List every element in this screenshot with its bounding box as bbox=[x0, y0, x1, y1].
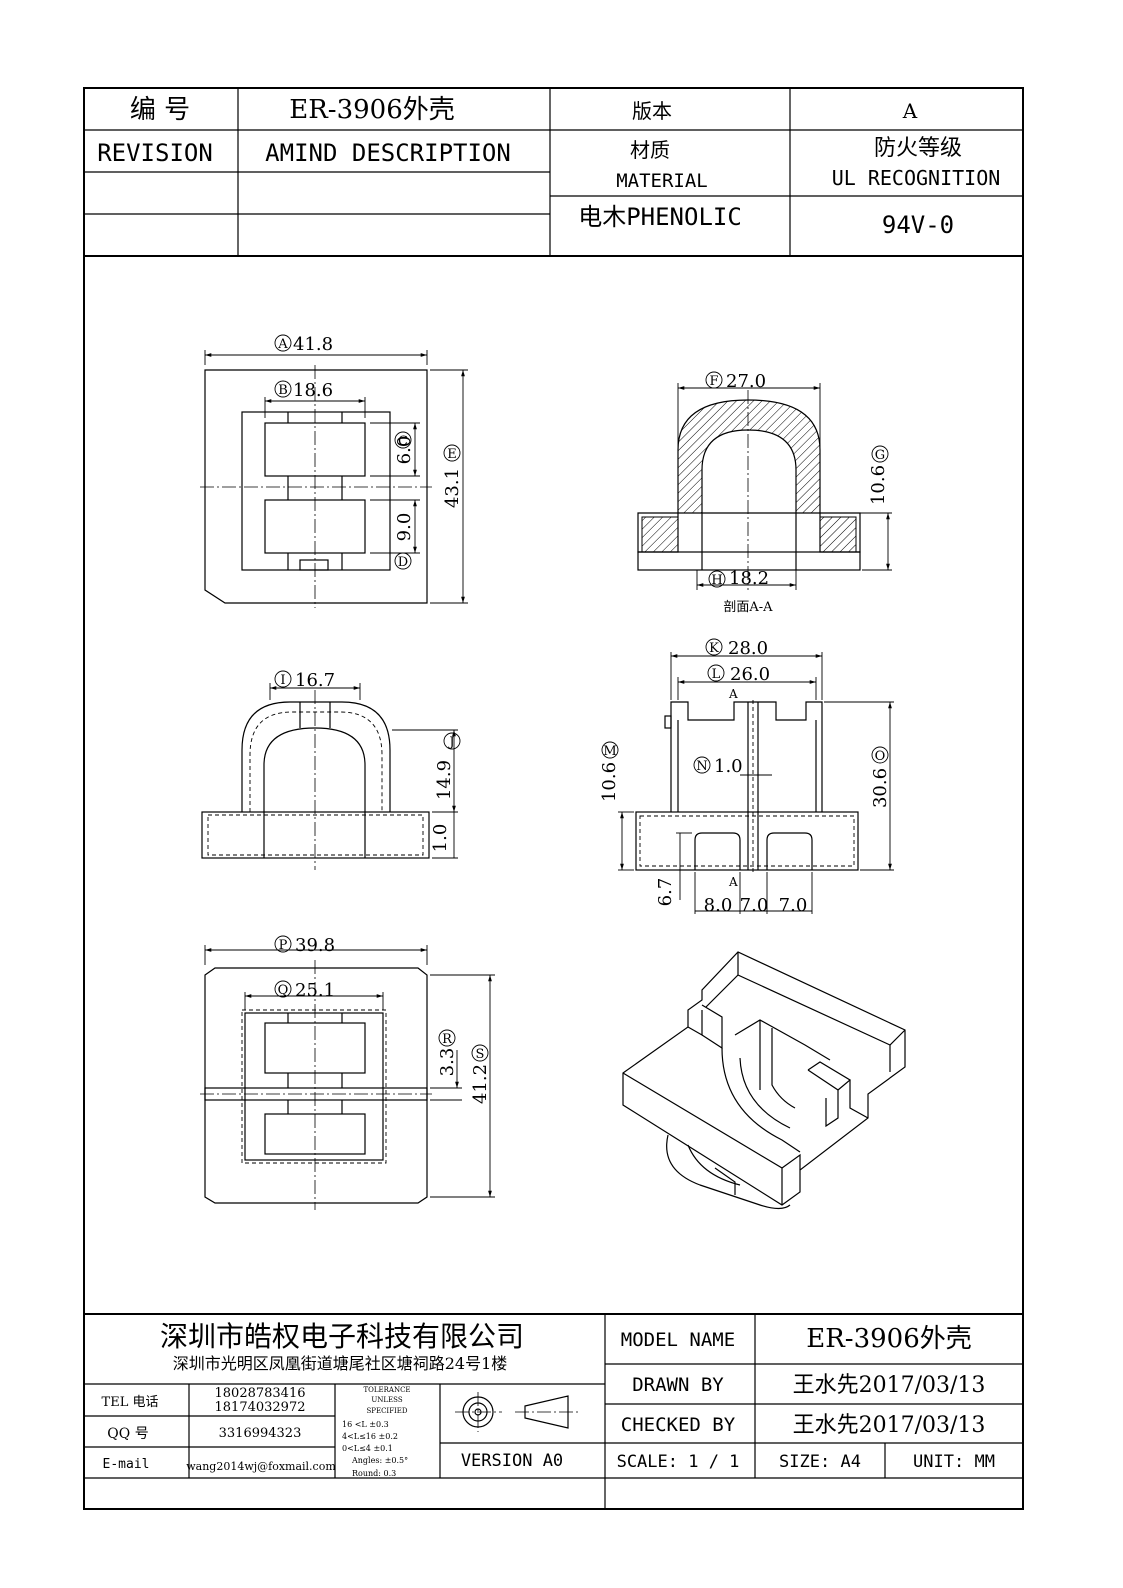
drawn-label: DRAWN BY bbox=[632, 1374, 724, 1396]
tel-2: 18174032972 bbox=[215, 1400, 306, 1415]
version-value: A bbox=[902, 99, 918, 123]
tol-2: 4<L≤16 ±0.2 bbox=[342, 1432, 398, 1441]
side-view: K 28.0 L 26.0 A A M 10.6 N 1.0 O 30.6 6.… bbox=[599, 638, 894, 916]
marker-i: I bbox=[280, 673, 285, 688]
version-a0: VERSION A0 bbox=[461, 1451, 563, 1471]
dim-b: 18.6 bbox=[293, 380, 333, 401]
qq-value: 3316994323 bbox=[219, 1426, 302, 1441]
size: SIZE: A4 bbox=[779, 1452, 861, 1472]
dim-e: 43.1 bbox=[442, 468, 463, 508]
marker-h: H bbox=[711, 573, 722, 588]
unit: UNIT: MM bbox=[913, 1452, 995, 1472]
email-label: E-mail bbox=[103, 1457, 150, 1472]
dim-pin-h: 6.7 bbox=[655, 878, 676, 907]
section-label: 剖面A-A bbox=[723, 600, 773, 615]
marker-b: B bbox=[278, 383, 288, 398]
tol-1: 16 <L ±0.3 bbox=[342, 1420, 389, 1429]
marker-j: J bbox=[447, 735, 454, 750]
section-mark-bottom: A bbox=[728, 875, 738, 889]
tel-label: TEL 电话 bbox=[102, 1395, 159, 1410]
dim-pin-w2: 7.0 bbox=[740, 895, 769, 916]
material-value: 电木PHENOLIC bbox=[578, 203, 742, 231]
dim-s: 41.2 bbox=[470, 1064, 491, 1104]
version-label: 版本 bbox=[632, 99, 672, 123]
tolerance-specified: SPECIFIED bbox=[366, 1407, 407, 1415]
qq-label: QQ 号 bbox=[107, 1426, 148, 1442]
part-name: ER-3906外壳 bbox=[289, 95, 455, 125]
marker-a: A bbox=[277, 337, 288, 352]
dim-l: 26.0 bbox=[730, 664, 770, 685]
tol-3: 0<L≤4 ±0.1 bbox=[342, 1444, 393, 1453]
scale: SCALE: 1 / 1 bbox=[617, 1452, 740, 1472]
sheet-border bbox=[83, 87, 1024, 1510]
tol-angles: Angles: ±0.5° bbox=[351, 1456, 408, 1465]
material-label-cn: 材质 bbox=[630, 138, 670, 162]
dim-p: 39.8 bbox=[295, 935, 335, 956]
description-label: AMIND DESCRIPTION bbox=[265, 139, 511, 167]
marker-s: S bbox=[476, 1047, 485, 1062]
checked-label: CHECKED BY bbox=[621, 1414, 736, 1436]
model-label: MODEL NAME bbox=[621, 1329, 735, 1351]
fire-label-cn: 防火等级 bbox=[874, 136, 962, 161]
marker-p: P bbox=[279, 938, 288, 953]
dim-base-height: 1.0 bbox=[430, 824, 451, 853]
marker-d: D bbox=[398, 555, 408, 570]
checked-value: 王水先2017/03/13 bbox=[793, 1413, 986, 1438]
dim-pin-w1: 8.0 bbox=[704, 895, 733, 916]
email-value: wang2014wj@foxmail.com bbox=[186, 1460, 336, 1473]
dim-q: 25.1 bbox=[295, 980, 335, 1001]
dim-d: 9.0 bbox=[394, 513, 415, 542]
marker-c: C bbox=[398, 434, 408, 449]
marker-r: R bbox=[442, 1032, 453, 1047]
dim-o: 30.6 bbox=[870, 768, 891, 808]
dim-h: 18.2 bbox=[729, 568, 769, 589]
header-title-block: 编 号 ER-3906外壳 版本 A REVISION AMIND DESCRI… bbox=[84, 88, 1023, 257]
footer-title-block: 深圳市皓权电子科技有限公司 深圳市光明区凤凰街道塘尾社区塘祠路24号1楼 TEL… bbox=[84, 1313, 1023, 1509]
fire-label-en: UL RECOGNITION bbox=[832, 166, 1001, 190]
tolerance-unless: UNLESS bbox=[371, 1396, 402, 1404]
drawn-value: 王水先2017/03/13 bbox=[793, 1373, 986, 1398]
company-name: 深圳市皓权电子科技有限公司 bbox=[160, 1320, 524, 1353]
dim-f: 27.0 bbox=[726, 371, 766, 392]
model-value: ER-3906外壳 bbox=[806, 1324, 972, 1354]
projection-symbol bbox=[455, 1392, 578, 1432]
dim-j: 14.9 bbox=[434, 760, 455, 800]
marker-n: N bbox=[696, 759, 707, 774]
dim-n: 1.0 bbox=[714, 756, 743, 777]
marker-e: E bbox=[447, 447, 457, 462]
marker-l: L bbox=[712, 667, 721, 682]
marker-g: G bbox=[875, 448, 885, 463]
material-label-en: MATERIAL bbox=[616, 170, 708, 192]
dim-r: 3.3 bbox=[437, 1048, 458, 1077]
revision-label: REVISION bbox=[97, 139, 213, 167]
tol-round: Round: 0.3 bbox=[352, 1469, 396, 1478]
tolerance-title: TOLERANCE bbox=[363, 1386, 410, 1394]
number-label: 编 号 bbox=[130, 95, 190, 125]
bottom-view: P 39.8 Q 25.1 R 3.3 S 41.2 bbox=[200, 935, 495, 1210]
top-view: A 41.8 B 18.6 6.0 C 9.0 D E 43.1 bbox=[200, 334, 468, 608]
tel-1: 18028783416 bbox=[215, 1386, 306, 1401]
section-mark-top: A bbox=[728, 687, 738, 701]
fire-value: 94V-0 bbox=[882, 211, 954, 239]
marker-k: K bbox=[709, 641, 719, 656]
marker-o: O bbox=[875, 749, 886, 764]
dim-m: 10.6 bbox=[599, 762, 620, 802]
dim-c: 6.0 bbox=[394, 436, 415, 465]
marker-f: F bbox=[709, 374, 718, 389]
marker-m: M bbox=[603, 744, 616, 759]
marker-q: Q bbox=[278, 983, 289, 998]
isometric-view bbox=[622, 951, 906, 1210]
dim-pin-w3: 7.0 bbox=[779, 895, 808, 916]
front-view: I 16.7 J 14.9 1.0 bbox=[201, 670, 461, 870]
dim-i: 16.7 bbox=[295, 670, 335, 691]
dim-g: 10.6 bbox=[868, 465, 889, 505]
dim-a: 41.8 bbox=[293, 334, 333, 355]
company-address: 深圳市光明区凤凰街道塘尾社区塘祠路24号1楼 bbox=[173, 1354, 508, 1373]
dim-k: 28.0 bbox=[728, 638, 768, 659]
section-view: F 27.0 G 10.6 H 18.2 剖面A-A bbox=[637, 371, 892, 615]
